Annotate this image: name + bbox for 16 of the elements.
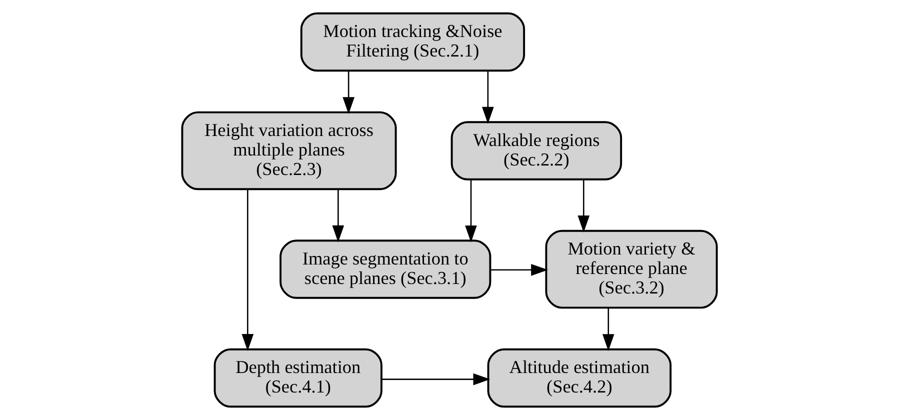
node-box: Motion variety & reference plane (Sec.3.2) — [544, 230, 718, 309]
arrow — [481, 71, 494, 124]
node-box: Motion tracking &Noise Filtering (Sec.2.1) — [300, 12, 525, 72]
arrow — [577, 179, 590, 232]
arrow — [342, 71, 354, 114]
node-box: Height variation across multiple planes (Sec.2.3) — [180, 111, 396, 190]
node-box: Depth estimation (Sec.4.1) — [213, 348, 382, 408]
arrow — [381, 373, 490, 386]
arrow — [490, 264, 548, 276]
node-box: Altitude estimation (Sec.4.2) — [486, 348, 672, 408]
node-box: Walkable regions (Sec.2.2) — [450, 121, 622, 180]
arrow — [602, 308, 614, 352]
arrow — [241, 189, 254, 351]
arrow — [464, 179, 476, 242]
arrow — [332, 189, 344, 242]
node-box: Image segmentation to scene planes (Sec.3.1) — [279, 240, 491, 299]
